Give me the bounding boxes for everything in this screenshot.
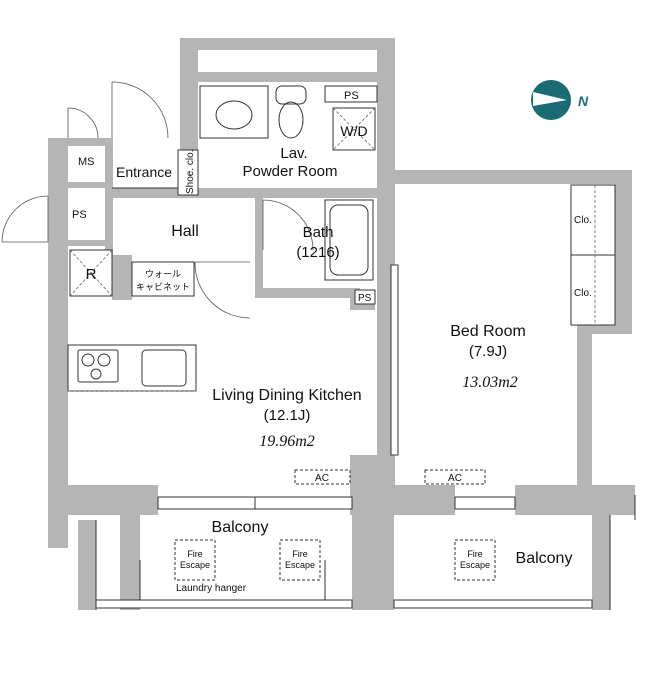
balcony-left-label: Balcony	[212, 519, 269, 536]
washer-label: W/D	[340, 123, 367, 139]
bath-size-label: (1216)	[296, 244, 339, 261]
shoe-closet-label: Shoe. clo.	[185, 150, 196, 194]
fire-escape-2-label-2: Escape	[285, 560, 315, 570]
interior-lines	[1, 81, 636, 610]
fire-escape-1-label-2: Escape	[180, 560, 210, 570]
hall-label: Hall	[171, 223, 199, 240]
ps-top-label: PS	[344, 90, 359, 102]
compass-north-label: N	[578, 93, 589, 109]
bath-label: Bath	[303, 224, 334, 241]
balcony-right-label: Balcony	[516, 550, 573, 567]
entrance-label: Entrance	[116, 164, 172, 180]
labels: Entrance Shoe. clo. MS PS PS PS Lav. Pow…	[72, 90, 592, 594]
powder-room-label: Powder Room	[242, 163, 337, 180]
bedroom-size-label: (7.9J)	[469, 343, 507, 360]
ac-right-label: AC	[448, 473, 462, 484]
ldk-label: Living Dining Kitchen	[212, 387, 361, 404]
bedroom-label: Bed Room	[450, 323, 526, 340]
ms-label: MS	[78, 156, 95, 168]
laundry-hanger-label: Laundry hanger	[176, 583, 247, 594]
wall-cabinet-label-2: キャビネット	[136, 282, 190, 292]
closet-2-label: Clo.	[574, 288, 592, 299]
compass: N	[531, 80, 589, 120]
refrigerator-label: R	[86, 266, 97, 283]
ac-left-label: AC	[315, 473, 329, 484]
fire-escape-3-label-1: Fire	[467, 549, 483, 559]
fire-escape-2-label-1: Fire	[292, 549, 308, 559]
ldk-area-label: 19.96m2	[259, 433, 315, 450]
ps-left-label: PS	[72, 209, 87, 221]
ldk-size-label: (12.1J)	[264, 407, 311, 424]
closet-1-label: Clo.	[574, 215, 592, 226]
fire-escape-3-label-2: Escape	[460, 560, 490, 570]
fire-escape-1-label-1: Fire	[187, 549, 203, 559]
wall-cabinet-label-1: ウォール	[145, 269, 181, 279]
bedroom-area-label: 13.03m2	[462, 374, 518, 391]
ps-bath-label: PS	[358, 293, 372, 304]
lavatory-label: Lav.	[280, 145, 307, 162]
